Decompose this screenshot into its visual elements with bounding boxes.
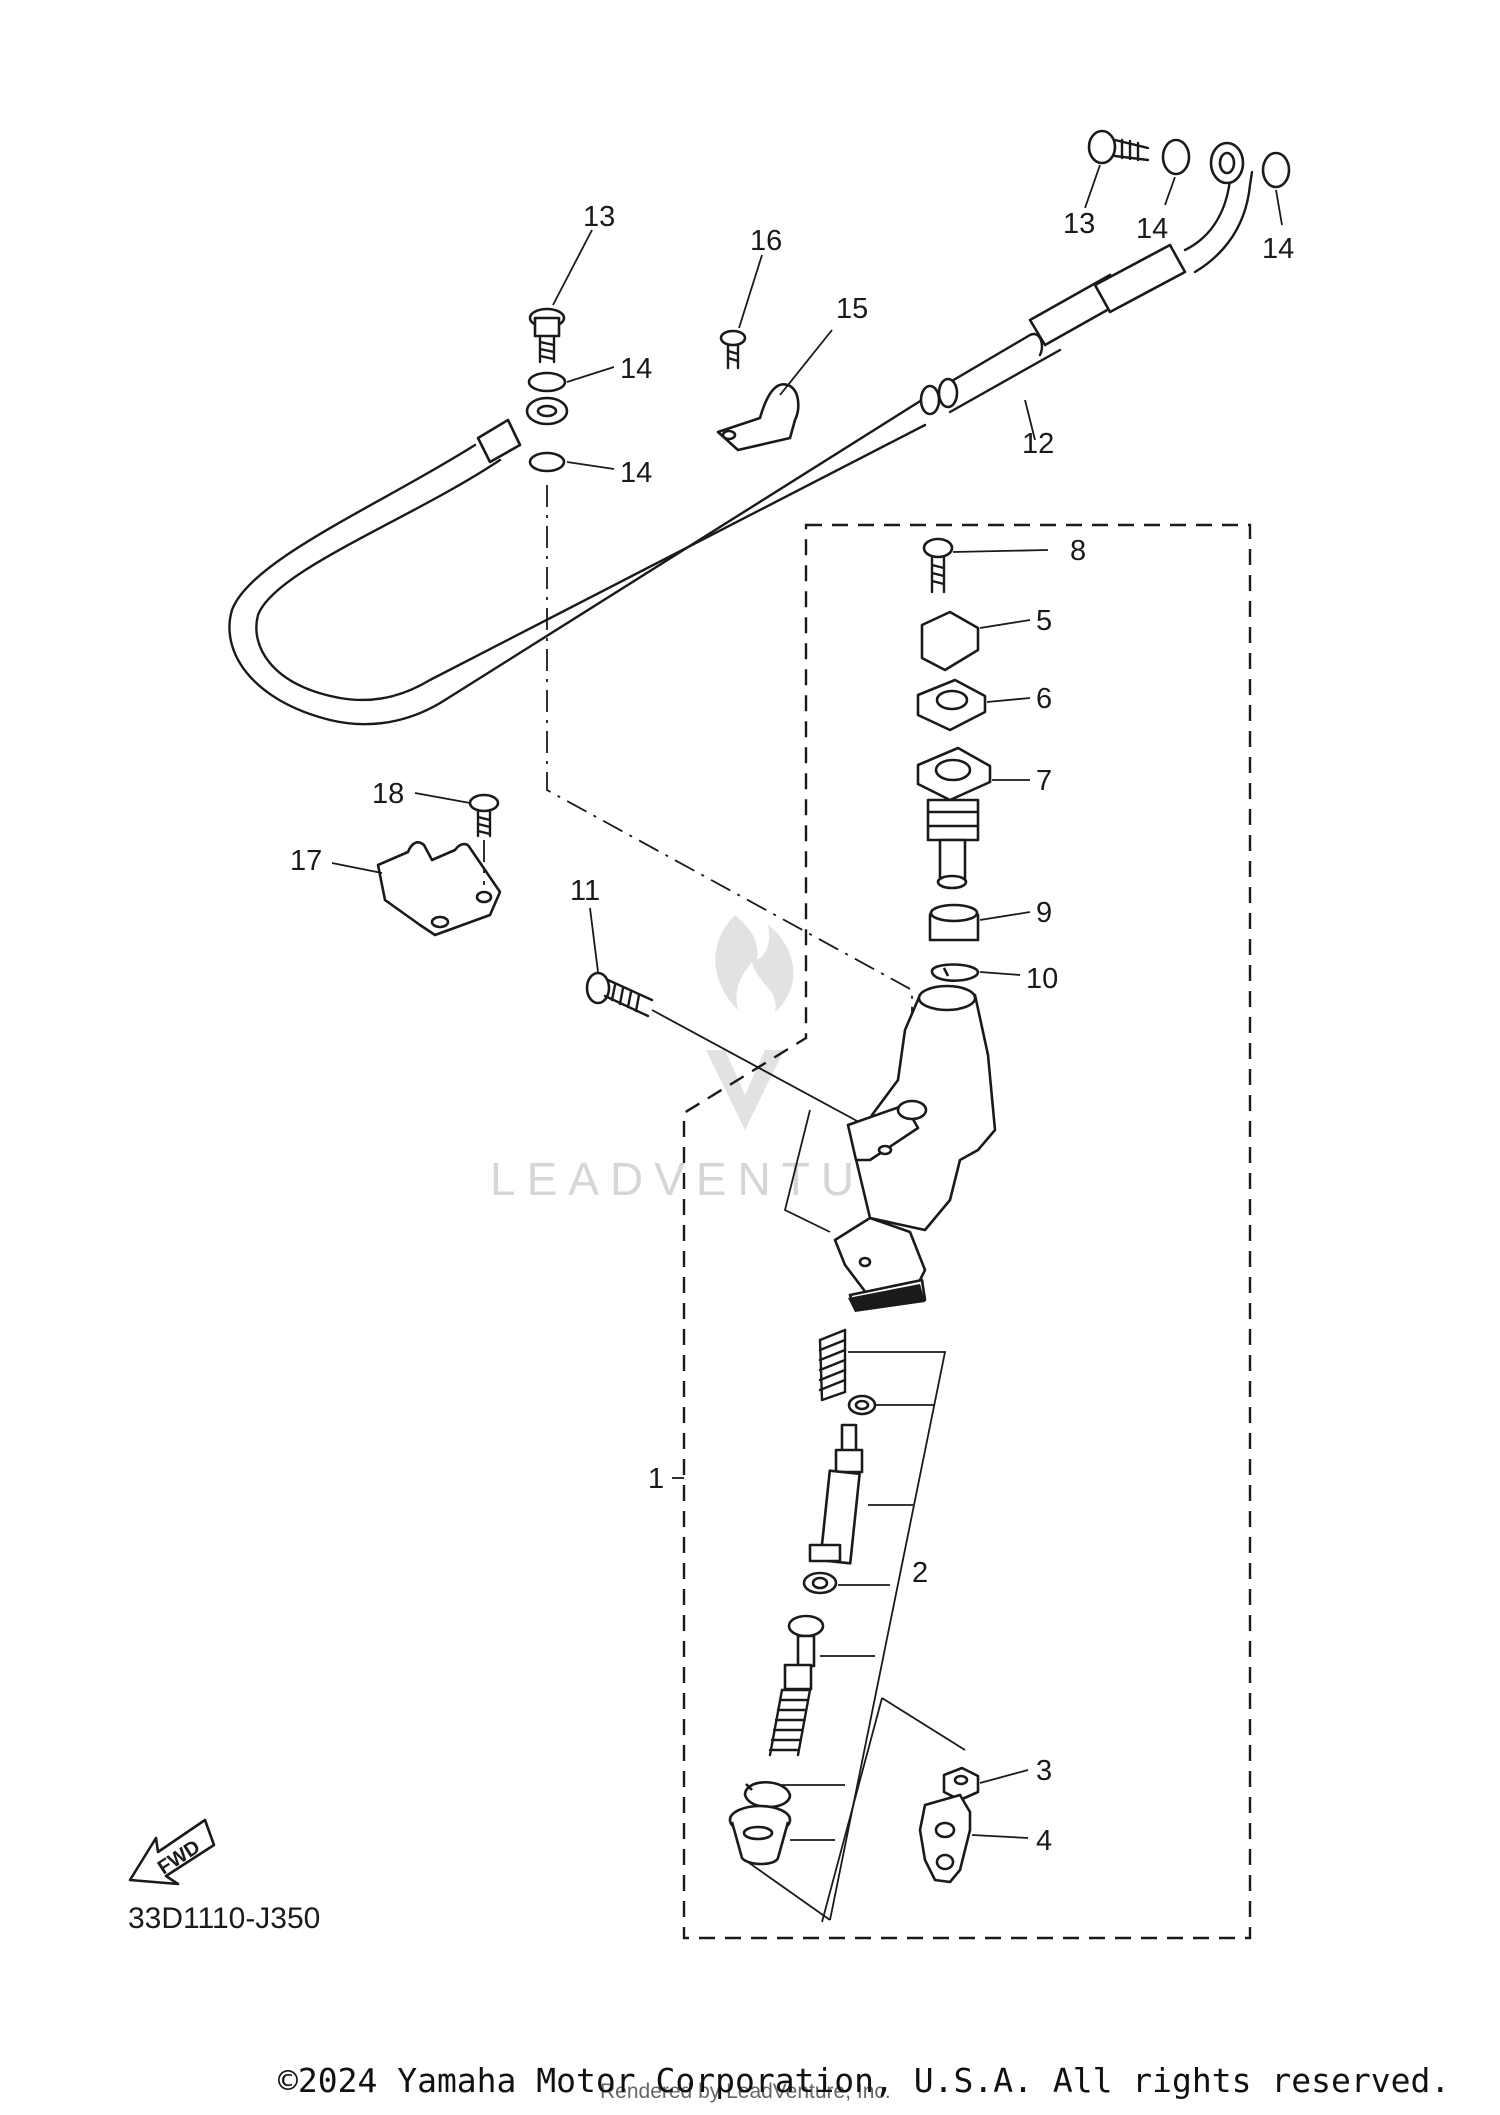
- master-cylinder-body: [833, 984, 997, 1312]
- circlip-lower: [743, 1781, 792, 1809]
- copyright: ©2024 Yamaha Motor Corporation, U.S.A. A…: [278, 2061, 1450, 2100]
- cap-screw: [922, 537, 954, 594]
- label-11: 11: [570, 875, 600, 907]
- washer-left-lower: [528, 451, 566, 473]
- diagram-code: 33D1110-J350: [128, 1902, 320, 1935]
- banjo-bolt-left: [528, 307, 566, 364]
- label-16: 16: [750, 225, 782, 257]
- label-2: 2: [912, 1557, 928, 1589]
- label-14-right-1: 14: [1136, 213, 1168, 245]
- hose-clamp: [716, 383, 800, 452]
- label-7: 7: [1036, 765, 1052, 797]
- assembly-boundary: [682, 523, 1252, 1940]
- label-1: 1: [648, 1463, 664, 1495]
- leader-lines: [331, 164, 1283, 1839]
- washer-left-upper: [527, 371, 567, 393]
- label-4: 4: [1036, 1825, 1052, 1857]
- label-17: 17: [290, 845, 322, 877]
- washer-right-2: [1261, 151, 1291, 189]
- label-13-right: 13: [1063, 208, 1095, 240]
- label-14-left-lower: 14: [620, 457, 652, 489]
- fwd-arrow-icon: FWD: [128, 1818, 216, 1886]
- label-10: 10: [1026, 963, 1058, 995]
- label-13-left: 13: [583, 201, 615, 233]
- push-rod: [768, 1614, 825, 1757]
- banjo-bolt-right: [1087, 129, 1150, 165]
- label-9: 9: [1036, 897, 1052, 929]
- circlip-upper: [930, 963, 980, 982]
- label-5: 5: [1036, 605, 1052, 637]
- label-3: 3: [1036, 1755, 1052, 1787]
- return-spring: [818, 1328, 847, 1402]
- hose-guide: [376, 841, 502, 937]
- clamp-screw: [719, 329, 747, 370]
- piston: [808, 1423, 864, 1565]
- boot: [728, 1804, 792, 1866]
- watermark-flame-icon: [715, 915, 794, 1012]
- watermark-v-icon: [706, 1050, 784, 1130]
- clevis: [918, 1793, 972, 1884]
- mounting-bolt: [585, 971, 654, 1018]
- rendered-by: Rendered by LeadVenture, Inc.: [600, 2080, 891, 2103]
- brake-hose: [228, 168, 1254, 726]
- reservoir-cap: [920, 610, 980, 672]
- label-18: 18: [372, 778, 404, 810]
- label-14-right-2: 14: [1262, 233, 1294, 265]
- label-14-left-upper: 14: [620, 353, 652, 385]
- label-6: 6: [1036, 683, 1052, 715]
- label-12: 12: [1022, 428, 1054, 460]
- label-8: 8: [1070, 535, 1086, 567]
- label-15: 15: [836, 293, 868, 325]
- washer-right-1: [1161, 138, 1191, 176]
